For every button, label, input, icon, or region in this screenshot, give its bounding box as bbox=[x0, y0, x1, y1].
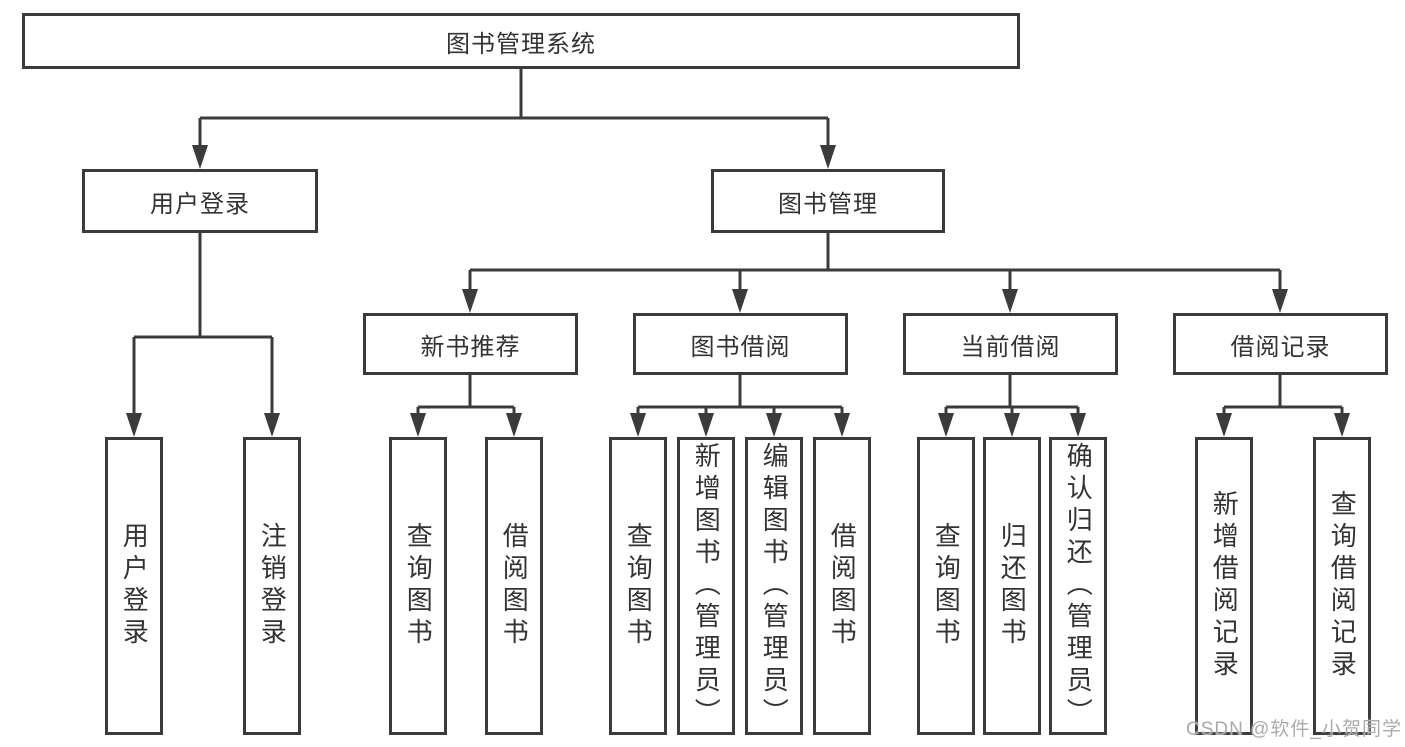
leaf-label: 查询图书 bbox=[623, 522, 654, 650]
node-new-book-recommend: 新书推荐 bbox=[363, 313, 578, 375]
leaf-borrow-books-recommend: 借阅图书 bbox=[485, 437, 543, 735]
leaf-borrow-books: 借阅图书 bbox=[813, 437, 871, 735]
connector-borrow-records-branch bbox=[1216, 375, 1350, 437]
node-borrow-records: 借阅记录 bbox=[1173, 313, 1388, 375]
leaf-logout: 注销登录 bbox=[243, 437, 301, 735]
leaf-label: 借阅图书 bbox=[499, 522, 530, 650]
leaf-label: 编辑图书（管理员） bbox=[759, 442, 790, 730]
leaf-label: 新增图书（管理员） bbox=[691, 442, 722, 730]
csdn-watermark: CSDN @软件_小贺同学 bbox=[1186, 719, 1402, 740]
node-user-login-branch: 用户登录 bbox=[82, 169, 318, 233]
node-label: 图书管理系统 bbox=[446, 30, 596, 58]
leaf-query-books-borrow: 查询图书 bbox=[609, 437, 667, 735]
connector-book-borrow-branch bbox=[630, 375, 850, 437]
leaf-label: 注销登录 bbox=[257, 522, 288, 650]
node-label: 图书借阅 bbox=[690, 333, 791, 361]
node-label: 借阅记录 bbox=[1230, 333, 1331, 361]
leaf-label: 查询图书 bbox=[931, 522, 962, 650]
node-label: 图书管理 bbox=[778, 190, 878, 218]
connector-user-login-branch bbox=[126, 233, 280, 437]
leaf-label: 查询图书 bbox=[403, 522, 434, 650]
connector-new-book-recommend-branch bbox=[410, 375, 522, 437]
node-library-management-system: 图书管理系统 bbox=[22, 13, 1020, 69]
leaf-query-books-current: 查询图书 bbox=[917, 437, 975, 735]
leaf-return-book: 归还图书 bbox=[983, 437, 1041, 735]
leaf-query-books-recommend: 查询图书 bbox=[389, 437, 447, 735]
node-label: 新书推荐 bbox=[420, 333, 521, 361]
leaf-label: 确认归还（管理员） bbox=[1063, 442, 1094, 730]
connector-book-management-branch bbox=[462, 233, 1288, 313]
node-label: 当前借阅 bbox=[960, 333, 1061, 361]
leaf-label: 查询借阅记录 bbox=[1327, 490, 1358, 682]
node-book-management: 图书管理 bbox=[711, 169, 945, 233]
leaf-label: 用户登录 bbox=[119, 522, 150, 650]
node-current-borrow: 当前借阅 bbox=[903, 313, 1118, 375]
connector-root-to-level2 bbox=[192, 69, 836, 169]
node-book-borrow: 图书借阅 bbox=[633, 313, 848, 375]
leaf-add-book-admin: 新增图书（管理员） bbox=[677, 437, 735, 735]
leaf-user-login: 用户登录 bbox=[105, 437, 163, 735]
leaf-label: 借阅图书 bbox=[827, 522, 858, 650]
connector-current-borrow-branch bbox=[938, 375, 1086, 437]
leaf-confirm-return-admin: 确认归还（管理员） bbox=[1049, 437, 1107, 735]
leaf-label: 归还图书 bbox=[997, 522, 1028, 650]
leaf-label: 新增借阅记录 bbox=[1209, 490, 1240, 682]
leaf-add-borrow-record: 新增借阅记录 bbox=[1195, 437, 1253, 735]
leaf-edit-book-admin: 编辑图书（管理员） bbox=[745, 437, 803, 735]
leaf-query-borrow-record: 查询借阅记录 bbox=[1313, 437, 1371, 735]
node-label: 用户登录 bbox=[150, 190, 250, 218]
